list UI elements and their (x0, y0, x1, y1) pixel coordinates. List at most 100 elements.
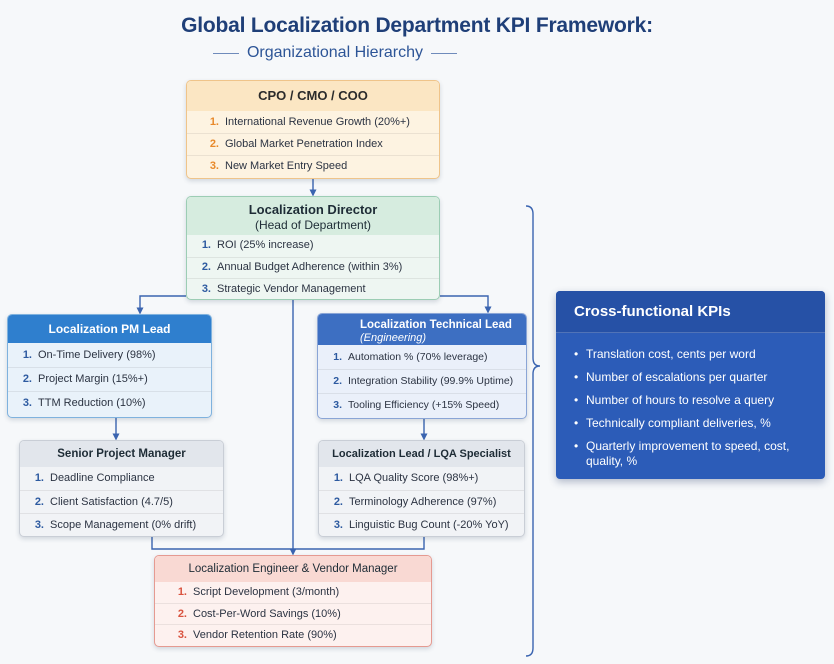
kpi-text: Vendor Retention Rate (90%) (193, 628, 337, 641)
list-item: 2.Annual Budget Adherence (within 3%) (187, 256, 439, 279)
kpi-text: Integration Stability (99.9% Uptime) (348, 375, 514, 388)
kpi-number: 1. (209, 115, 219, 128)
cross-functional-title: Cross-functional KPIs (556, 291, 825, 333)
kpi-text: Cost-Per-Word Savings (10%) (193, 607, 341, 620)
list-item: • Number of hours to resolve a query (574, 393, 825, 408)
cross-kpi-text: Number of hours to resolve a query (586, 393, 775, 407)
tech-lead-subtitle: (Engineering) (360, 332, 427, 344)
subtitle-dash-right (431, 52, 458, 54)
page-subtitle: Organizational Hierarchy (0, 44, 670, 62)
kpi-number: 1. (177, 586, 187, 598)
kpi-text: International Revenue Growth (20%+) (225, 115, 410, 128)
tech-lead-box: Localization Technical Lead (Engineering… (317, 313, 527, 419)
connector-director-tech (440, 295, 492, 314)
pm-lead-box: Localization PM Lead 1.On-Time Delivery … (7, 314, 212, 418)
kpi-number: 3. (201, 282, 211, 295)
connector-lqa-merge (293, 537, 425, 550)
tech-lead-kpi-list: 1.Automation % (70% leverage) 2. Integrat… (318, 345, 526, 417)
list-item: 3. Scope Management (0% drift) (20, 513, 223, 536)
engineer-box: Localization Engineer & Vendor Manager 1… (154, 555, 432, 647)
kpi-text: Project Margin (15%+) (38, 373, 148, 385)
list-item: • Number of escalations per quarter (574, 370, 825, 385)
cross-functional-box: Cross-functional KPIs • Translation cost,… (556, 291, 825, 479)
subtitle-dash-left (212, 52, 239, 54)
connector-senior-merge (151, 537, 293, 550)
list-item: 1. LQA Quality Score (98%+) (319, 467, 524, 490)
kpi-number: 2. (34, 495, 44, 508)
kpi-text: TTM Reduction (10%) (38, 397, 146, 409)
kpi-text: Script Development (3/month) (193, 586, 340, 598)
kpi-number: 1. (201, 239, 211, 252)
engineer-kpi-list: 1.Script Development (3/month) 2.Cost-Pe… (155, 582, 431, 645)
kpi-number: 3. (333, 399, 342, 412)
senior-pm-kpi-list: 1. Deadline Compliance 2. Client Satisfact… (20, 467, 223, 536)
kpi-number: 3. (22, 397, 32, 409)
list-item: 3. Strategic Vendor Management (187, 278, 439, 299)
list-item: • Translation cost, cents per word (574, 347, 825, 362)
subtitle-text: Organizational Hierarchy (246, 44, 424, 61)
list-item: • Technically compliant deliveries, % (574, 416, 825, 431)
lqa-title: Localization Lead / LQA Specialist (319, 441, 524, 467)
bullet-icon: • (574, 393, 579, 407)
pm-lead-title: Localization PM Lead (8, 315, 211, 343)
list-item: •Quarterly improvement to speed, cost, q… (574, 439, 825, 469)
cross-functional-bracket (525, 205, 541, 657)
kpi-text: Deadline Compliance (50, 472, 155, 484)
list-item: 1. ROI (25% increase) (187, 235, 439, 257)
kpi-number: 2. (201, 261, 211, 274)
list-item: 1.Automation % (70% leverage) (318, 345, 526, 369)
kpi-text: On-Time Delivery (98%) (38, 348, 156, 361)
kpi-number: 1. (34, 472, 44, 484)
bullet-icon: • (574, 347, 579, 361)
kpi-text: Strategic Vendor Management (217, 282, 366, 295)
kpi-number: 3. (177, 628, 187, 641)
list-item: 3. TTM Reduction (10%) (8, 391, 211, 415)
senior-pm-title: Senior Project Manager (20, 441, 223, 467)
kpi-text: Automation % (70% leverage) (348, 350, 488, 363)
kpi-text: Tooling Efficiency (+15% Speed) (348, 399, 500, 412)
list-item: 1. Deadline Compliance (20, 467, 223, 490)
cpo-kpi-list: 1. International Revenue Growth (20%+) 2.… (187, 111, 439, 177)
engineer-title: Localization Engineer & Vendor Manager (155, 556, 431, 582)
director-box: Localization Director (Head of Departmen… (186, 196, 440, 300)
kpi-text: Linguistic Bug Count (-20% YoY) (349, 518, 509, 531)
director-header: Localization Director (Head of Departmen… (187, 197, 439, 235)
cross-kpi-text: Translation cost, cents per word (586, 347, 756, 361)
kpi-number: 3. (209, 160, 219, 172)
list-item: 2. Integration Stability (99.9% Uptime) (318, 369, 526, 393)
lqa-box: Localization Lead / LQA Specialist 1. LQA… (318, 440, 525, 537)
kpi-number: 2. (22, 373, 32, 385)
list-item: 3. New Market Entry Speed (187, 155, 439, 177)
cross-kpi-text: Technically compliant deliveries, % (586, 416, 771, 430)
kpi-text: Scope Management (0% drift) (50, 518, 197, 531)
connector-director-pm (136, 295, 186, 315)
list-item: 1.On-Time Delivery (98%) (8, 343, 211, 367)
kpi-text: ROI (25% increase) (217, 239, 314, 252)
kpi-text: Client Satisfaction (4.7/5) (50, 495, 173, 508)
tech-lead-header: Localization Technical Lead (Engineering… (318, 314, 526, 345)
kpi-number: 2. (333, 495, 343, 508)
list-item: 3. Vendor Retention Rate (90%) (155, 624, 431, 645)
kpi-text: Global Market Penetration Index (225, 138, 383, 150)
bullet-icon: • (574, 370, 579, 384)
page-title: Global Localization Department KPI Frame… (181, 14, 653, 37)
lqa-kpi-list: 1. LQA Quality Score (98%+) 2. Terminology… (319, 467, 524, 536)
cross-kpi-text: Number of escalations per quarter (586, 370, 768, 384)
kpi-text: Terminology Adherence (97%) (349, 495, 497, 508)
list-item: 3. Tooling Efficiency (+15% Speed) (318, 393, 526, 417)
cross-kpi-text: Quarterly improvement to speed, cost, qu… (586, 439, 790, 468)
kpi-text: New Market Entry Speed (225, 160, 348, 172)
bullet-icon: • (574, 416, 579, 430)
list-item: 1. Script Development (3/month) (155, 582, 431, 603)
list-item: 3.Linguistic Bug Count (-20% YoY) (319, 513, 524, 536)
kpi-number: 2. (333, 375, 342, 388)
director-subtitle: (Head of Department) (254, 218, 372, 232)
cpo-title: CPO / CMO / COO (187, 81, 439, 111)
kpi-number: 1. (333, 472, 343, 484)
list-item: 2. Global Market Penetration Index (187, 133, 439, 155)
kpi-text: LQA Quality Score (98%+) (349, 472, 479, 484)
kpi-number: 3. (34, 518, 44, 531)
kpi-number: 2. (209, 138, 219, 150)
tech-lead-title: Localization Technical Lead (360, 319, 512, 331)
